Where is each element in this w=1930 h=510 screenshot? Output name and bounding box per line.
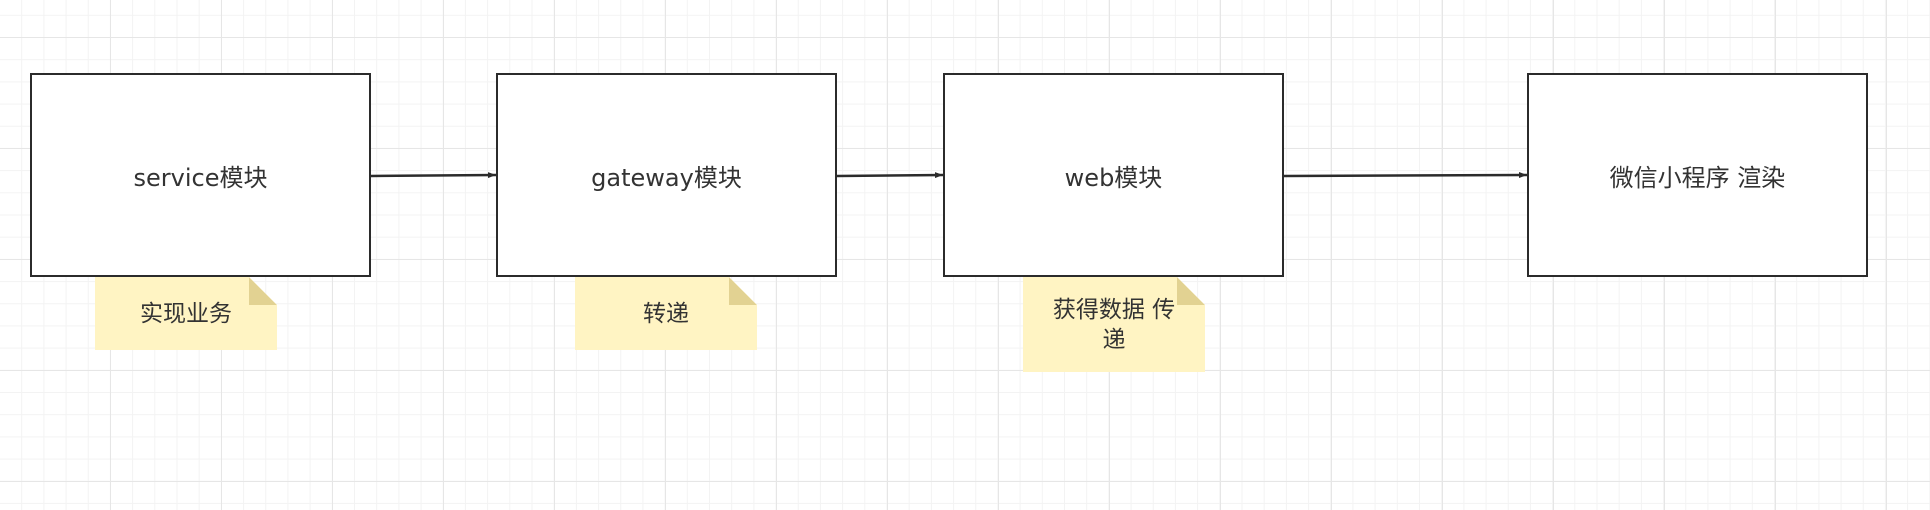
sticky-note-gateway[interactable]: 转递 bbox=[575, 277, 757, 350]
node-label: web模块 bbox=[1064, 163, 1163, 192]
node-wechat-miniprogram[interactable]: 微信小程序 渲染 bbox=[1527, 73, 1868, 277]
node-web-module[interactable]: web模块 bbox=[943, 73, 1284, 277]
arrow-service-to-gateway[interactable] bbox=[370, 172, 497, 179]
note-text: 实现业务 bbox=[140, 300, 232, 327]
node-label: gateway模块 bbox=[591, 163, 742, 192]
node-service-module[interactable]: service模块 bbox=[30, 73, 371, 277]
sticky-note-web[interactable]: 获得数据 传递 bbox=[1023, 277, 1205, 372]
note-text: 转递 bbox=[643, 300, 689, 327]
sticky-note-service[interactable]: 实现业务 bbox=[95, 277, 277, 350]
node-gateway-module[interactable]: gateway模块 bbox=[496, 73, 837, 277]
node-label: 微信小程序 渲染 bbox=[1609, 163, 1786, 192]
note-text: 获得数据 传递 bbox=[1052, 296, 1176, 353]
arrow-web-to-wechat[interactable] bbox=[1283, 172, 1528, 179]
arrow-gateway-to-web[interactable] bbox=[836, 172, 944, 179]
node-label: service模块 bbox=[133, 163, 268, 192]
